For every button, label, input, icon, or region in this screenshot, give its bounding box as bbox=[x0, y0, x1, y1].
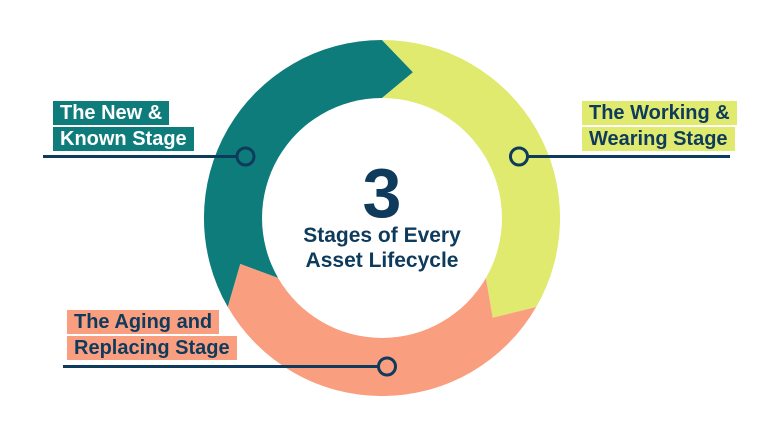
center-subtitle: Stages of Every Asset Lifecycle bbox=[303, 223, 461, 273]
center-subtitle-line1: Stages of Every bbox=[303, 224, 461, 247]
connector-marker-working-wearing bbox=[509, 146, 529, 167]
center-number: 3 bbox=[362, 154, 402, 232]
connector-marker-new-known bbox=[235, 146, 256, 167]
segment-new-known bbox=[203, 39, 413, 307]
label-aging-replacing-line2: Replacing Stage bbox=[67, 336, 237, 360]
label-new-known-line1: The New & bbox=[53, 101, 170, 125]
center-subtitle-line2: Asset Lifecycle bbox=[305, 249, 459, 272]
label-aging-replacing-stage: The Aging and Replacing Stage bbox=[67, 310, 237, 360]
label-new-known-stage: The New & Known Stage bbox=[53, 101, 194, 151]
connector-marker-aging-replacing bbox=[377, 356, 397, 377]
label-working-wearing-stage: The Working & Wearing Stage bbox=[582, 101, 737, 151]
label-aging-replacing-line1: The Aging and bbox=[67, 310, 220, 334]
label-new-known-line2: Known Stage bbox=[53, 127, 194, 151]
label-working-wearing-line1: The Working & bbox=[582, 101, 737, 125]
segment-working-wearing bbox=[382, 39, 561, 318]
label-working-wearing-line2: Wearing Stage bbox=[582, 127, 735, 151]
segment-aging-replacing bbox=[227, 264, 537, 397]
